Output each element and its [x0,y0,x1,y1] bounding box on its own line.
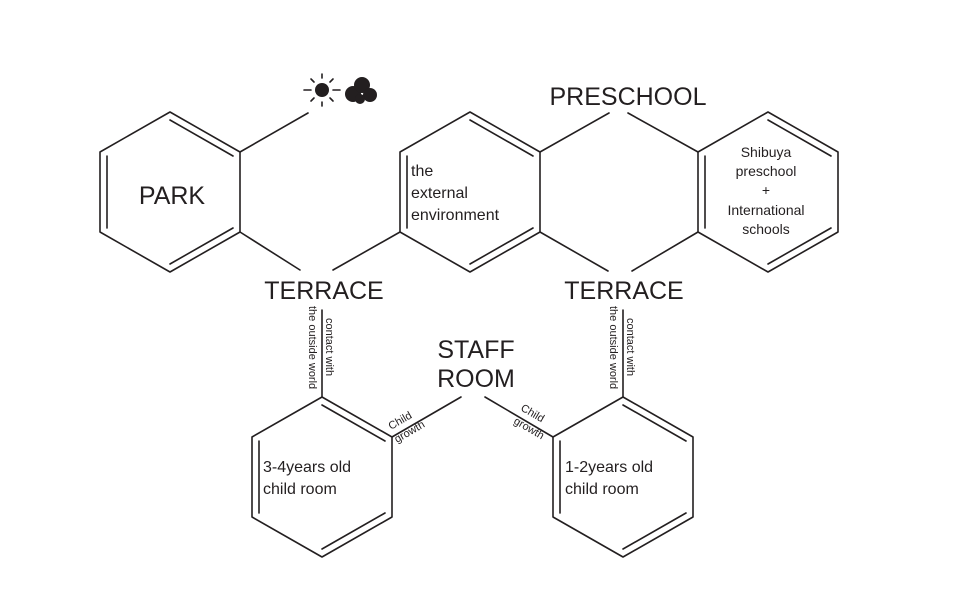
external-environment-label-line2: external [411,185,468,202]
room-1-2-label-line2: child room [565,481,639,498]
contact-right-line1: contact with [624,318,636,376]
connector-lines [239,112,699,438]
staff-room-label-line1: STAFF [437,336,514,364]
shibuya-label-line3: + [762,182,770,198]
park-label: PARK [139,182,206,210]
room-1-2-hexagon [552,396,694,558]
preschool-label: PRESCHOOL [550,83,707,111]
contact-left-line2: the outside world [306,306,318,389]
room-1-2-label-line1: 1-2years old [565,459,653,476]
room-3-4-hexagon [251,396,393,558]
shibuya-label-line5: schools [742,221,789,237]
staff-room-label-line2: ROOM [437,365,515,393]
contact-left-line1: contact with [323,318,335,376]
terrace-left-label: TERRACE [264,277,383,305]
cloud-icon [345,77,377,104]
sun-icon [303,73,341,107]
shibuya-label-line2: preschool [736,163,797,179]
external-environment-label-line3: environment [411,207,500,224]
terrace-right-label: TERRACE [564,277,683,305]
contact-right-line2: the outside world [607,306,619,389]
external-environment-label-line1: the [411,163,433,180]
room-3-4-label-line1: 3-4years old [263,459,351,476]
room-3-4-label-line2: child room [263,481,337,498]
shibuya-label-line1: Shibuya [741,144,792,160]
shibuya-label-line4: International [727,202,804,218]
